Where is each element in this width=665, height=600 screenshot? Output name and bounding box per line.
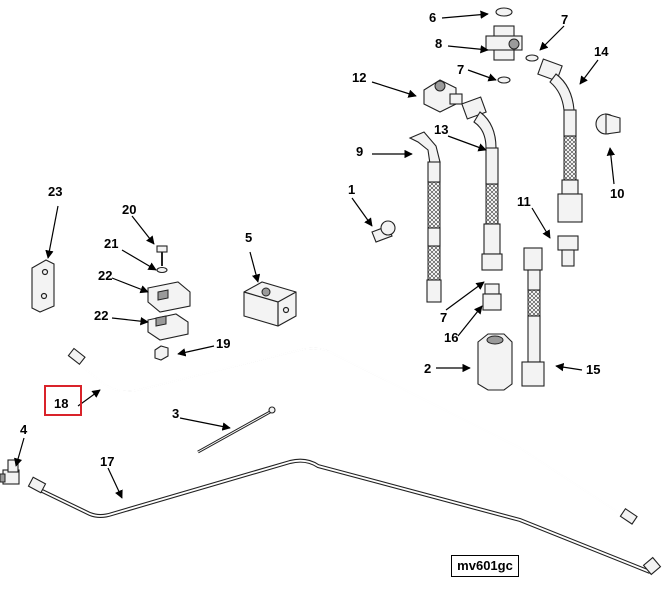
housing-2-part <box>477 333 513 391</box>
callout-22-lower: 22 <box>94 308 108 323</box>
o-ring-6-part <box>495 7 513 17</box>
callout-6: 6 <box>429 10 436 25</box>
leader-arrows <box>14 10 616 499</box>
callout-23: 23 <box>48 184 62 199</box>
callout-1: 1 <box>348 182 355 197</box>
washer-21-part <box>156 266 168 274</box>
callout-11: 11 <box>517 194 531 209</box>
o-ring-7-lower-part <box>497 76 511 84</box>
callout-12: 12 <box>352 70 366 85</box>
clamp-half-22-upper-part <box>147 281 191 313</box>
adapter-16-part <box>482 283 502 311</box>
callout-21: 21 <box>104 236 118 251</box>
bracket-23-part <box>31 259 55 313</box>
block-5-part <box>243 281 297 327</box>
clip-1-part <box>371 220 396 243</box>
callout-7-middle: 7 <box>457 62 464 77</box>
callout-13: 13 <box>434 122 448 137</box>
hose-13-part <box>461 96 503 271</box>
hose-9-part <box>408 131 442 303</box>
callout-18: 18 <box>54 396 68 411</box>
callout-16: 16 <box>444 330 458 345</box>
tube-17-part <box>27 458 662 576</box>
callout-2: 2 <box>424 361 431 376</box>
valve-12-part <box>423 79 463 113</box>
callout-3: 3 <box>172 406 179 421</box>
callout-14: 14 <box>594 44 609 59</box>
callout-5: 5 <box>245 230 252 245</box>
clamp-10-part <box>595 113 621 135</box>
callout-labels: 6 7 8 7 12 14 13 9 10 1 11 23 20 21 22 2… <box>20 10 624 469</box>
diagram-reference-code: mv601gc <box>451 555 519 577</box>
nut-19-part <box>154 345 169 361</box>
hose-14-part <box>537 58 583 223</box>
callout-22-upper: 22 <box>98 268 112 283</box>
callout-10: 10 <box>610 186 624 201</box>
callout-18-highlight-box <box>44 385 82 416</box>
tube-18-part <box>67 347 638 525</box>
fitting-11-part <box>557 235 579 267</box>
callout-15: 15 <box>586 362 600 377</box>
callout-4: 4 <box>20 422 28 437</box>
callout-7-top: 7 <box>561 12 568 27</box>
o-ring-7-upper-part <box>525 54 539 62</box>
callout-8: 8 <box>435 36 442 51</box>
tie-strap-3-part <box>197 406 276 454</box>
callout-9: 9 <box>356 144 363 159</box>
screw-20-part <box>156 245 168 266</box>
hose-15-part <box>521 247 545 387</box>
clamp-half-22-lower-part <box>147 313 189 341</box>
callout-7-lower: 7 <box>440 310 447 325</box>
callout-17: 17 <box>100 454 114 469</box>
callout-20: 20 <box>122 202 136 217</box>
adapter-8-part <box>485 25 523 61</box>
callout-19: 19 <box>216 336 230 351</box>
